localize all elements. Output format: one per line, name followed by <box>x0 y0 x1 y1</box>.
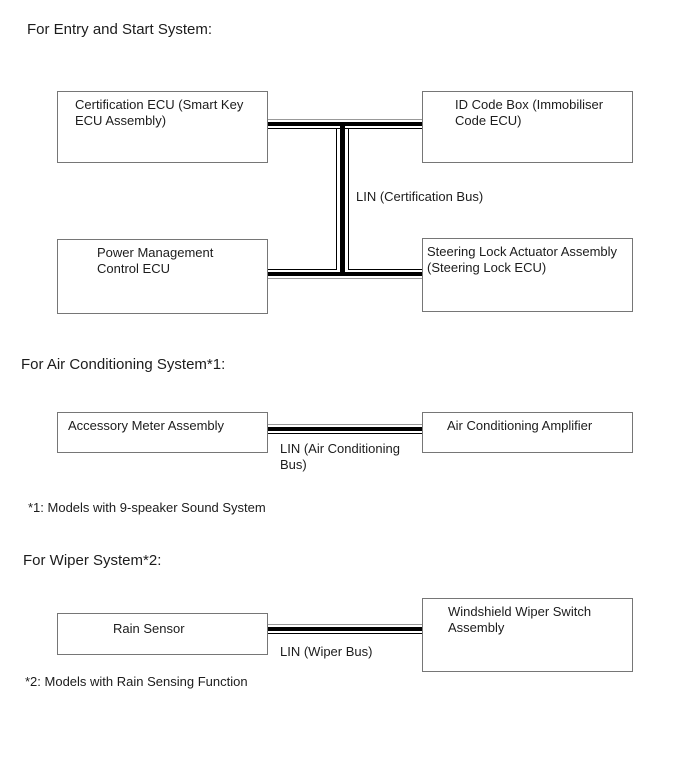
box-power-management-ecu-label: Power Management Control ECU <box>58 240 267 277</box>
box-wiper-switch-label: Windshield Wiper Switch Assembly <box>423 599 632 636</box>
box-label-line: Control ECU <box>97 261 170 276</box>
box-rain-sensor-label: Rain Sensor <box>58 614 267 637</box>
section-heading-air-conditioning: For Air Conditioning System*1: <box>21 356 226 373</box>
bus-label-certification: LIN (Certification Bus) <box>356 189 483 205</box>
box-id-code-box-label: ID Code Box (Immobiliser Code ECU) <box>423 92 632 129</box>
box-label-line: Rain Sensor <box>113 621 185 636</box>
footnote-rain-sensing: *2: Models with Rain Sensing Function <box>25 674 248 689</box>
box-label-line: Windshield Wiper Switch <box>448 604 592 619</box>
box-steering-lock-actuator-label: Steering Lock Actuator Assembly (Steerin… <box>423 239 632 276</box>
box-label-line: (Steering Lock ECU) <box>427 260 547 275</box>
bus-label-line: LIN (Certification Bus) <box>356 189 484 204</box>
box-accessory-meter-label: Accessory Meter Assembly <box>58 413 267 434</box>
bus-label-line: Bus) <box>280 457 307 472</box>
bus-line-entry-top <box>268 119 422 129</box>
box-accessory-meter: Accessory Meter Assembly <box>57 412 268 453</box>
bus-label-line: LIN (Wiper Bus) <box>280 644 373 659</box>
box-label-line: Accessory Meter Assembly <box>68 418 225 433</box>
footnote-speaker-models: *1: Models with 9-speaker Sound System <box>28 500 266 515</box>
box-ac-amplifier-label: Air Conditioning Amplifier <box>423 413 632 434</box>
section-heading-entry-start: For Entry and Start System: <box>27 21 213 38</box>
box-certification-ecu-label: Certification ECU (Smart Key ECU Assembl… <box>58 92 267 129</box>
box-certification-ecu: Certification ECU (Smart Key ECU Assembl… <box>57 91 268 163</box>
box-label-line: Assembly <box>448 620 505 635</box>
bus-line-wiper <box>268 624 422 634</box>
box-ac-amplifier: Air Conditioning Amplifier <box>422 412 633 453</box>
box-power-management-ecu: Power Management Control ECU <box>57 239 268 314</box>
box-wiper-switch: Windshield Wiper Switch Assembly <box>422 598 633 672</box>
bus-label-wiper: LIN (Wiper Bus) <box>280 644 372 660</box>
box-steering-lock-actuator: Steering Lock Actuator Assembly (Steerin… <box>422 238 633 312</box>
box-id-code-box: ID Code Box (Immobiliser Code ECU) <box>422 91 633 163</box>
box-label-line: ID Code Box (Immobiliser <box>455 97 604 112</box>
bus-line-entry-vertical-core <box>340 123 345 276</box>
box-label-line: ECU Assembly) <box>75 113 167 128</box>
section-heading-wiper: For Wiper System*2: <box>23 552 162 569</box>
bus-line-entry-bottom <box>268 269 422 279</box>
bus-line-air-conditioning <box>268 424 422 434</box>
box-label-line: Power Management <box>97 245 214 260</box>
box-label-line: Air Conditioning Amplifier <box>447 418 593 433</box>
bus-label-air-conditioning: LIN (Air Conditioning Bus) <box>280 441 400 473</box>
box-label-line: Certification ECU (Smart Key <box>75 97 244 112</box>
box-label-line: Steering Lock Actuator Assembly <box>427 244 618 259</box>
bus-label-line: LIN (Air Conditioning <box>280 441 400 456</box>
box-label-line: Code ECU) <box>455 113 522 128</box>
box-rain-sensor: Rain Sensor <box>57 613 268 655</box>
